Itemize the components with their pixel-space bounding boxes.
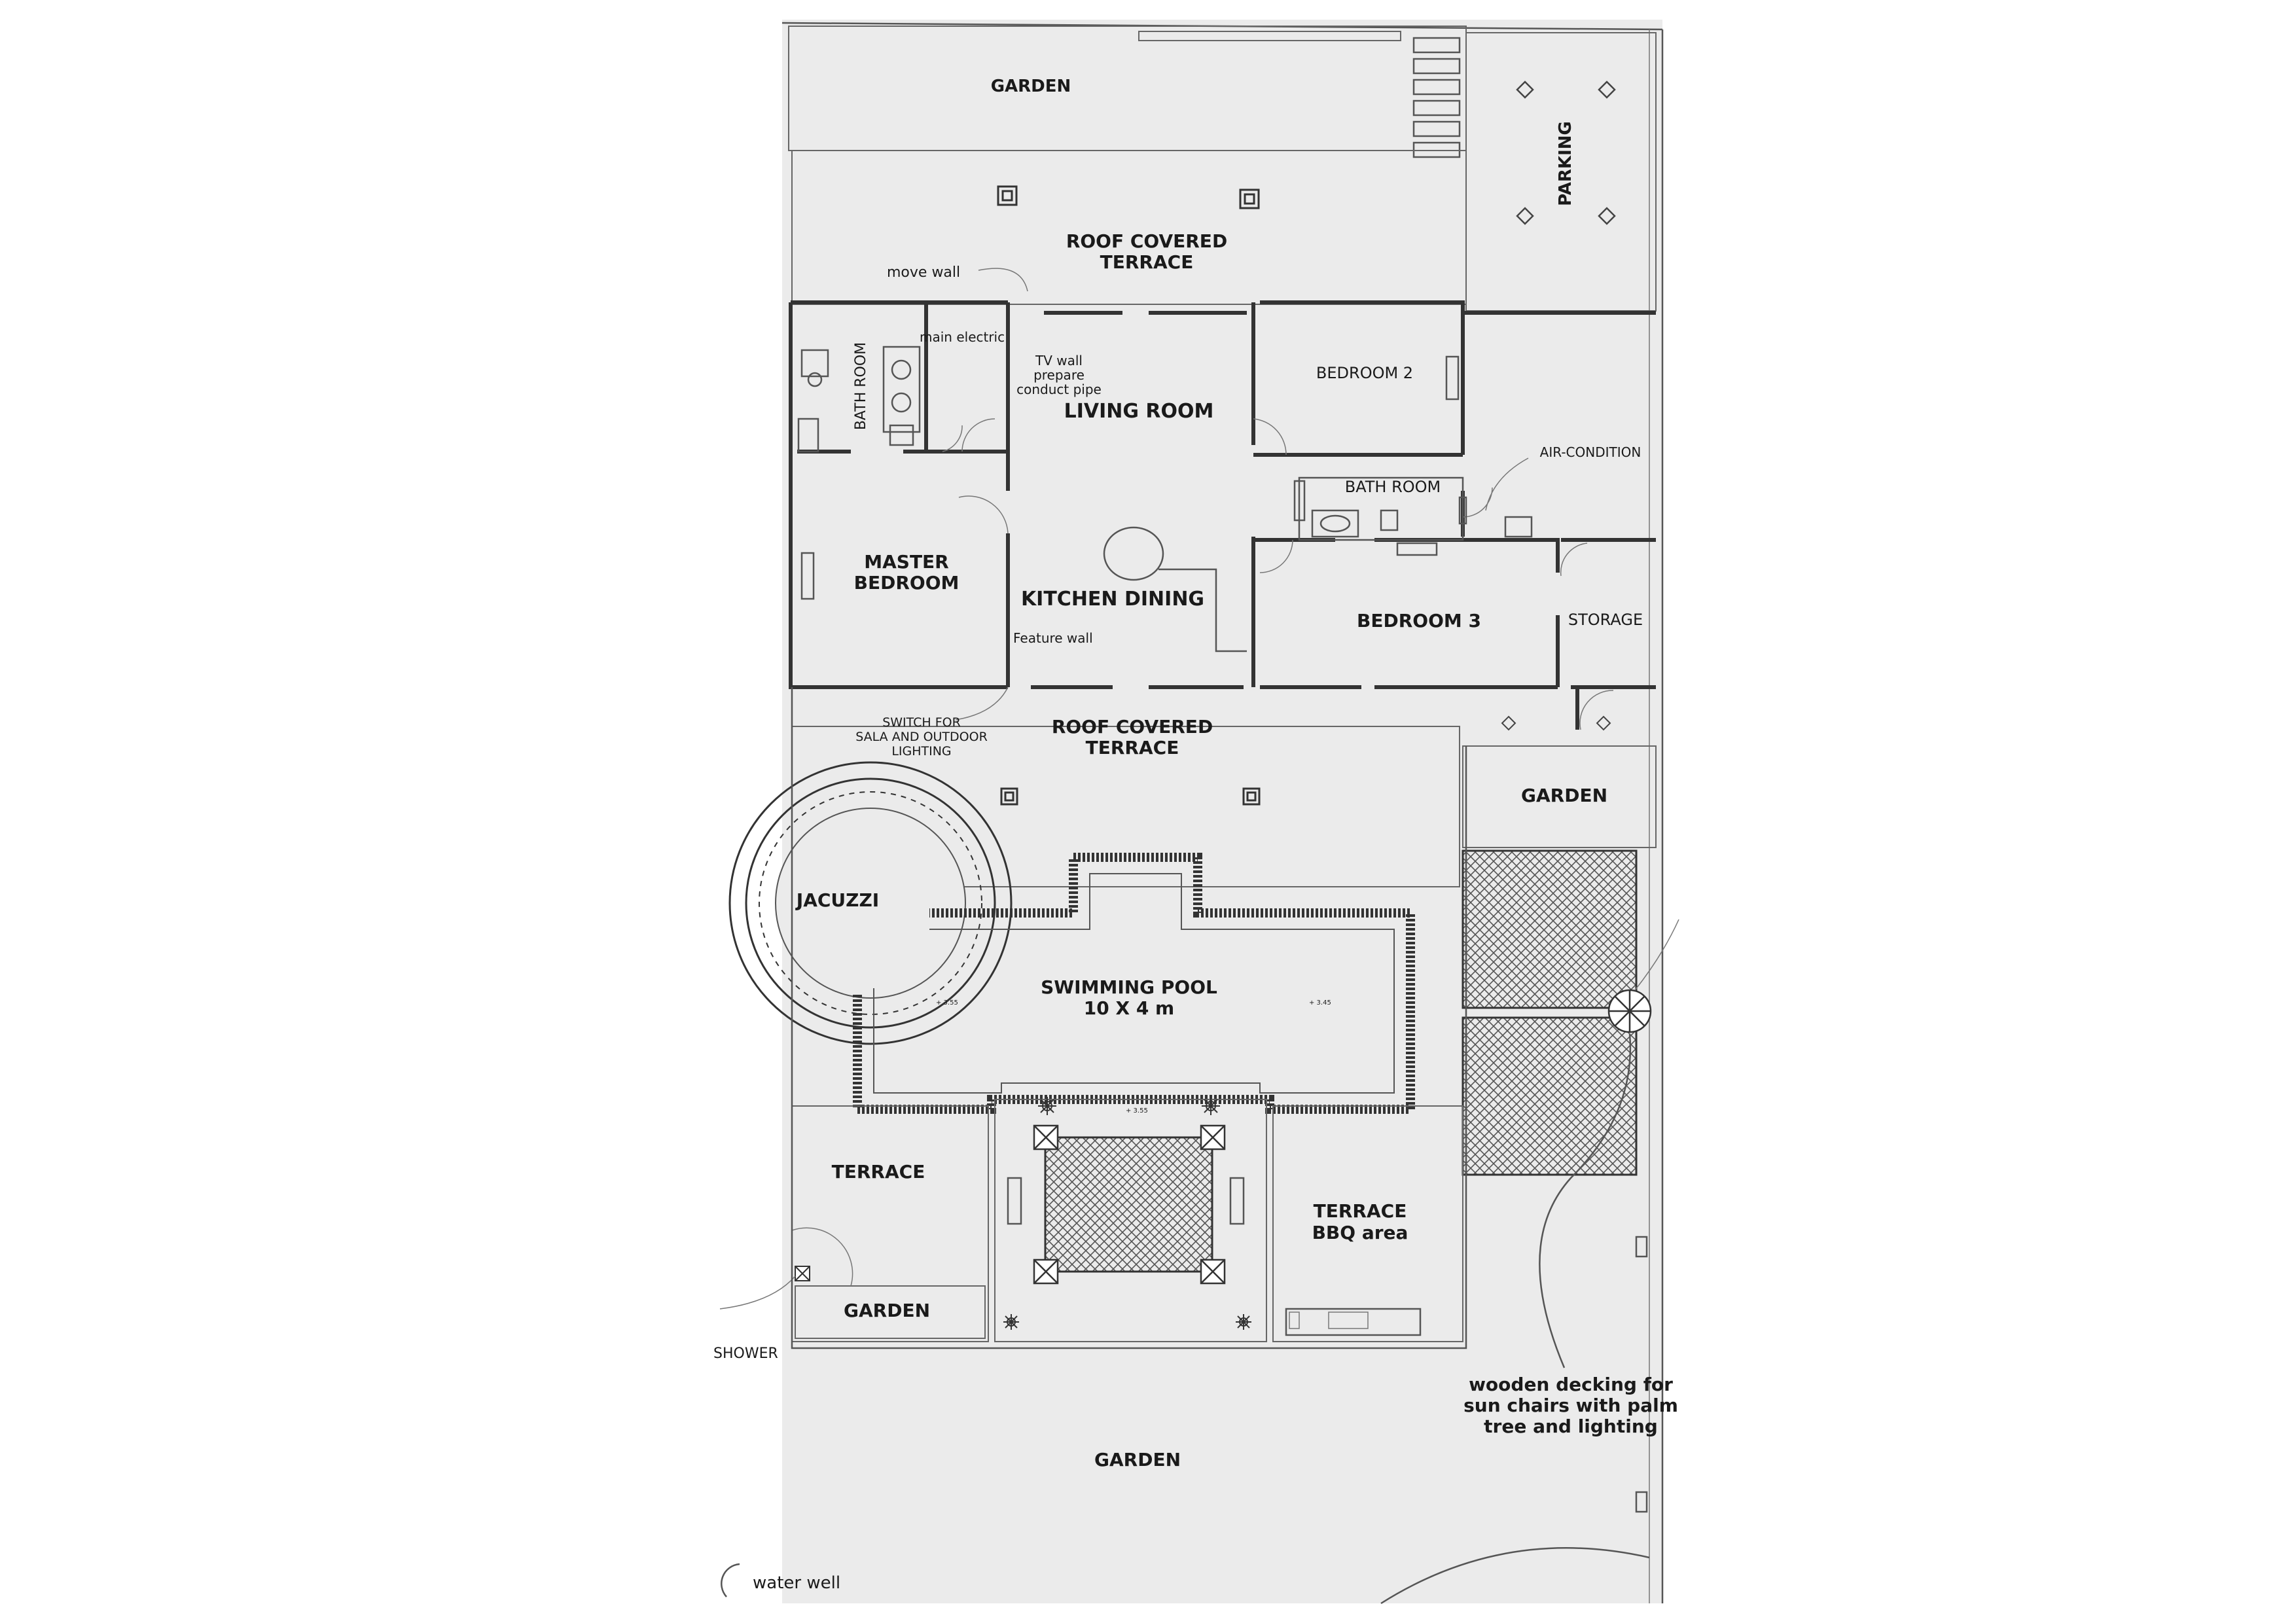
label-feature-wall: Feature wall bbox=[1013, 630, 1093, 646]
label-master-bedroom-1: MASTER bbox=[864, 551, 949, 573]
label-terrace-left: TERRACE bbox=[832, 1161, 925, 1183]
label-switch-1: SWITCH FOR bbox=[882, 715, 961, 730]
master-bath-fixtures bbox=[797, 346, 921, 453]
water-well-icon bbox=[721, 1563, 740, 1597]
label-bedroom2: BEDROOM 2 bbox=[1316, 364, 1413, 382]
label-tv-wall-2: prepare bbox=[1033, 367, 1085, 383]
paper-sheet bbox=[782, 20, 1662, 1603]
door-swings bbox=[942, 418, 1614, 730]
switch-leader bbox=[955, 687, 1009, 721]
decking-leader-line bbox=[1539, 1033, 1632, 1368]
svg-text:+ 3.45: + 3.45 bbox=[1309, 999, 1331, 1007]
roof-terrace-top-area bbox=[791, 150, 1467, 305]
boundary-lamps bbox=[1635, 1236, 1648, 1513]
terrace-bbq-area bbox=[1272, 1105, 1463, 1342]
label-storage: STORAGE bbox=[1568, 611, 1643, 629]
label-jacuzzi: JACUZZI bbox=[795, 889, 879, 911]
label-roof-terrace-bottom-2: TERRACE bbox=[1086, 737, 1179, 758]
garden-arc bbox=[1380, 1547, 1650, 1605]
label-decking-1: wooden decking for bbox=[1469, 1374, 1673, 1395]
svg-text:+ 3.55: + 3.55 bbox=[936, 999, 958, 1007]
label-bedroom3: BEDROOM 3 bbox=[1357, 610, 1481, 632]
sun-light-icons bbox=[1003, 1097, 1251, 1330]
label-garden-bottom: GARDEN bbox=[1094, 1449, 1181, 1471]
label-tv-wall-3: conduct pipe bbox=[1016, 382, 1102, 397]
kitchen-counter bbox=[1158, 568, 1247, 652]
dining-table bbox=[1103, 526, 1164, 581]
move-wall-leader bbox=[978, 268, 1028, 292]
second-bath-fixtures bbox=[1293, 476, 1467, 556]
jacuzzi-shape bbox=[728, 761, 1013, 1045]
column-icons-top bbox=[997, 185, 1260, 209]
decking-lower bbox=[1462, 1016, 1638, 1176]
palm-tree-icon bbox=[1607, 989, 1652, 1033]
label-parking: PARKING bbox=[1556, 121, 1575, 206]
sala-deck bbox=[1044, 1136, 1213, 1273]
svg-text:+ 3.55: + 3.55 bbox=[1126, 1107, 1148, 1115]
sala-benches bbox=[1007, 1177, 1245, 1225]
label-decking-2: sun chairs with palm bbox=[1463, 1395, 1678, 1416]
label-shower: SHOWER bbox=[713, 1346, 778, 1362]
garden-small-area bbox=[795, 1285, 986, 1339]
label-air-condition: AIR-CONDITION bbox=[1540, 444, 1641, 460]
label-main-electric: main electric bbox=[920, 329, 1005, 345]
label-bath-room-master: BATH ROOM bbox=[853, 342, 869, 430]
label-garden-top: GARDEN bbox=[991, 77, 1071, 96]
swimming-pool-shape: + 3.55 + 3.45 + 3.55 bbox=[853, 853, 1415, 1115]
fence-strip bbox=[1138, 31, 1401, 41]
shower-post-icon bbox=[795, 1266, 810, 1281]
label-terrace-bbq-1: TERRACE bbox=[1314, 1200, 1407, 1222]
label-switch-3: LIGHTING bbox=[891, 744, 951, 758]
decking-upper bbox=[1462, 849, 1638, 1009]
bbq-counter bbox=[1285, 1308, 1422, 1336]
garden-right-area bbox=[1462, 745, 1657, 848]
column-icons-bottom bbox=[1000, 787, 1261, 806]
label-pool-2: 10 X 4 m bbox=[1084, 997, 1174, 1019]
boundary-line bbox=[791, 687, 1467, 1349]
label-bath-room-2: BATH ROOM bbox=[1345, 478, 1441, 496]
label-living-room: LIVING ROOM bbox=[1064, 400, 1214, 423]
label-tv-wall-1: TV wall bbox=[1035, 353, 1083, 368]
aircon-leader bbox=[1485, 457, 1529, 511]
label-move-wall: move wall bbox=[887, 264, 960, 281]
bedroom-wardrobes bbox=[800, 355, 1533, 600]
sala-platform bbox=[994, 1099, 1267, 1342]
label-water-well: water well bbox=[753, 1573, 840, 1593]
label-switch-2: SALA AND OUTDOOR bbox=[855, 730, 988, 744]
sala-post-icons bbox=[1033, 1124, 1226, 1285]
label-master-bedroom-2: BEDROOM bbox=[854, 572, 960, 594]
label-garden-small: GARDEN bbox=[844, 1300, 930, 1321]
label-garden-right: GARDEN bbox=[1521, 785, 1607, 806]
label-decking-3: tree and lighting bbox=[1484, 1416, 1658, 1437]
terrace-lamp-icons bbox=[1501, 715, 1611, 731]
label-kitchen-dining: KITCHEN DINING bbox=[1021, 588, 1204, 611]
label-terrace-bbq-2: BBQ area bbox=[1312, 1222, 1408, 1243]
label-roof-terrace-top-2: TERRACE bbox=[1100, 251, 1194, 273]
shower-door-swing bbox=[791, 1227, 853, 1287]
label-roof-terrace-top-1: ROOF COVERED bbox=[1066, 230, 1227, 252]
label-pool-1: SWIMMING POOL bbox=[1041, 976, 1217, 998]
label-roof-terrace-bottom-1: ROOF COVERED bbox=[1052, 716, 1213, 738]
parking-lamp-icons bbox=[1516, 80, 1616, 225]
